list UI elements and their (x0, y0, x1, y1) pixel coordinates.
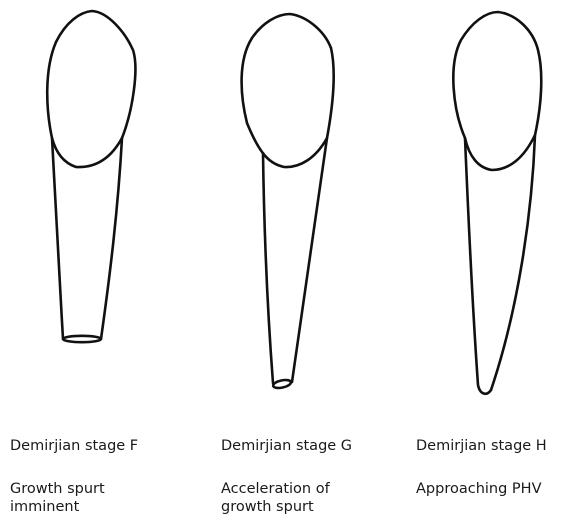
stage-f-description: Growth spurt imminent (10, 480, 130, 516)
stage-g-column: Demirjian stage G Acceleration of growth… (221, 0, 401, 519)
stage-f-column: Demirjian stage F Growth spurt imminent (10, 0, 190, 519)
stage-g-description: Acceleration of growth spurt (221, 480, 361, 516)
stage-h-title: Demirjian stage H (416, 437, 547, 455)
stage-h-column: Demirjian stage H Approaching PHV (416, 0, 571, 519)
stage-f-title: Demirjian stage F (10, 437, 138, 455)
stage-h-description: Approaching PHV (416, 480, 566, 498)
stage-g-title: Demirjian stage G (221, 437, 352, 455)
